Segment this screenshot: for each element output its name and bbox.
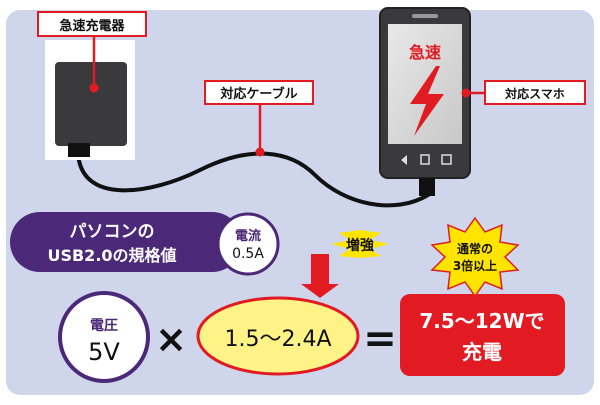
usb2-spec-line2: USB2.0の規格値 [47, 246, 176, 265]
times3-line2: 3倍以上 [453, 258, 497, 273]
recent-apps-icon [441, 154, 452, 165]
charger-device [45, 40, 135, 160]
cable-label: 対応ケーブル [219, 86, 297, 102]
home-icon [420, 154, 430, 165]
charger-label: 急速充電器 [59, 18, 125, 34]
current-circle [216, 212, 280, 276]
times3-burst [430, 216, 520, 298]
cable-label-box [204, 80, 314, 105]
multiply-sign: × [155, 317, 187, 361]
voltage-circle [58, 291, 150, 383]
result-line1: 7.5～12Wで [419, 309, 544, 333]
voltage-label: 電圧 [90, 317, 118, 334]
smartphone-device: 急速 [379, 7, 471, 196]
phone-camera-icon [412, 14, 438, 18]
usb2-spec-line1: パソコンの [70, 222, 155, 242]
boost-burst [331, 230, 389, 258]
current-label: 電流 [235, 228, 261, 244]
result-box [400, 294, 565, 376]
smartphone-label-box [484, 80, 586, 105]
phone-pointer-dot [461, 88, 471, 98]
charger-label-box [37, 11, 147, 37]
fast-current-ellipse [196, 296, 360, 376]
boost-label: 増強 [346, 237, 374, 254]
charger-port [68, 143, 90, 157]
back-icon [401, 155, 407, 165]
phone-usb-plug [419, 178, 435, 196]
times3-line1: 通常の [457, 241, 493, 256]
charger-pointer-dot [89, 83, 99, 93]
result-line2: 充電 [462, 340, 502, 364]
current-value: 0.5A [232, 246, 264, 262]
cable-pointer-dot [255, 147, 265, 157]
lightning-bolt-icon [410, 66, 444, 136]
boost-arrow [301, 254, 339, 298]
fast-current-value: 1.5～2.4A [224, 327, 331, 352]
equals-sign: = [363, 316, 397, 362]
usb2-spec-pill [10, 212, 242, 272]
voltage-value: 5V [88, 338, 120, 366]
smartphone-label: 対応スマホ [504, 86, 565, 101]
charger-body [55, 62, 127, 146]
phone-screen-label: 急速 [409, 43, 441, 62]
